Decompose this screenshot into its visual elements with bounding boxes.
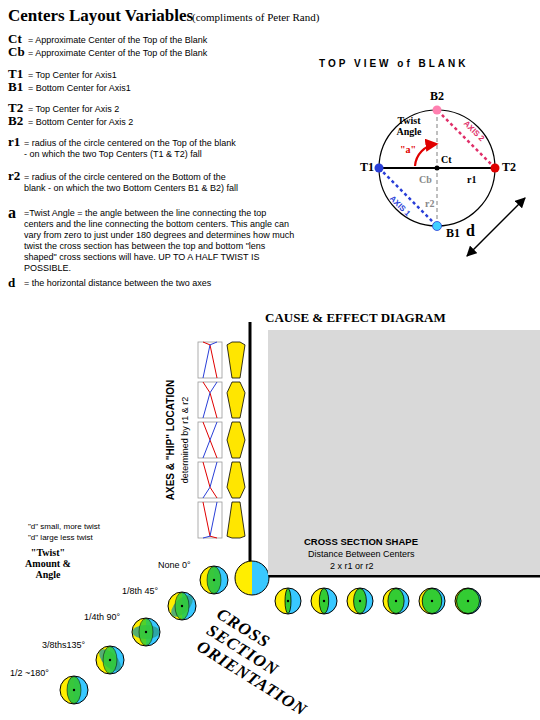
definition: = Top Center for Axis 2: [28, 104, 119, 115]
axis-1-line: [379, 168, 437, 226]
hip-chart: [198, 462, 245, 498]
lens-icon: [275, 588, 301, 614]
hip-shape: [227, 382, 245, 418]
axis-2-line: [437, 110, 495, 168]
radius-label: r1: [467, 174, 476, 185]
twist-label: 1/4th 90°: [84, 612, 120, 622]
axis-title: CROSS SECTION SHAPE: [304, 536, 418, 547]
symbol: r2: [8, 168, 20, 184]
note: "d" large less twist: [28, 533, 93, 542]
twist-icon: [60, 676, 88, 704]
axis-subtitle: 2 x r1 or r2: [330, 561, 374, 571]
angle-label: Twist Angle: [387, 115, 431, 137]
diagram-title: Centers Layout Variables: [8, 6, 193, 26]
hip-shape: [227, 502, 245, 538]
cause-effect-panel: CAUSE & EFFECT DIAGRAMCROSS SECTION SHAP…: [268, 330, 540, 575]
top-view-circle: TOP VIEW of BLANKTwist Angle"a"CtCbr1r2: [379, 110, 495, 226]
axis-title: CROSS SECTION ORIENTATION: [193, 604, 330, 719]
lens-icon: [455, 588, 481, 614]
axis-title: "Twist" Amount & Angle: [22, 547, 74, 580]
note: "d" small, more twist: [28, 522, 100, 531]
view-title: TOP VIEW of BLANK: [319, 58, 469, 69]
point-label: B1: [446, 226, 460, 241]
symbol: d: [8, 275, 15, 291]
definition: = Top Center for Axis1: [28, 70, 117, 81]
twist-icon: [96, 646, 125, 675]
d-dimension-arrow: [467, 198, 525, 256]
b1-dot: [433, 222, 442, 231]
lens-icon: [419, 588, 445, 614]
definition: = the horizontal distance between the tw…: [24, 278, 211, 289]
twist-icon: [168, 592, 197, 621]
t1-dot: [375, 164, 384, 173]
corner-disc: [235, 561, 269, 595]
axis-label: AXIS 2: [462, 119, 486, 143]
definition: = Bottom Center for Axis 2: [28, 117, 133, 128]
twist-icon: [200, 566, 228, 594]
hip-shape: [227, 462, 245, 498]
lens-icon: [383, 588, 409, 614]
symbol: Cb: [8, 44, 25, 60]
credit-note: (compliments of Peter Rand): [192, 11, 319, 23]
twist-label: 1/8th 45°: [122, 586, 158, 596]
dimension-label: d: [466, 222, 475, 240]
center-label: Cb: [419, 174, 432, 185]
axis-title: AXES & "HIP" LOCATION: [165, 380, 176, 500]
point-label: B2: [430, 89, 444, 104]
hip-chart: [198, 342, 245, 378]
t2-dot: [491, 164, 500, 173]
b2-dot: [433, 106, 442, 115]
definition: = Approximate Center of the Top of the B…: [28, 35, 207, 46]
symbol: a: [8, 204, 16, 222]
center-dot: [435, 166, 440, 171]
definition: = radius of the circle centered on the T…: [24, 138, 239, 160]
radius-label: r2: [425, 198, 434, 209]
axis-label: AXIS 1: [388, 194, 412, 218]
definition: = Bottom Center for Axis1: [28, 83, 131, 94]
twist-angle-arc: [415, 144, 436, 166]
hip-chart: [198, 502, 245, 538]
axis-subtitle: Distance Between Centers: [308, 549, 415, 559]
axis-subtitle: determined by r1 & r2: [180, 397, 190, 484]
angle-symbol: "a": [400, 144, 416, 155]
vertical-axis: [249, 322, 252, 577]
hip-chart: [198, 382, 245, 418]
twist-label: None 0°: [158, 560, 191, 570]
twist-label: 3/8ths135°: [42, 640, 85, 650]
twist-icon: [132, 618, 160, 646]
center-label: Ct: [441, 154, 452, 165]
hip-shape: [227, 422, 245, 458]
panel-title: CAUSE & EFFECT DIAGRAM: [265, 310, 446, 326]
lens-icon: [347, 588, 373, 614]
definition: =Twist Angle = the angle between the lin…: [24, 208, 296, 274]
point-label: T1: [360, 160, 374, 175]
definition: = radius of the circle centered on the B…: [24, 172, 244, 194]
hip-chart: [198, 422, 245, 458]
symbol: B2: [8, 113, 23, 129]
symbol: B1: [8, 79, 23, 95]
hip-shape: [227, 342, 245, 378]
lens-icon: [311, 588, 337, 614]
twist-label: 1/2 ~180°: [10, 668, 49, 678]
blank-outline: [379, 110, 495, 226]
symbol: r1: [8, 134, 20, 150]
point-label: T2: [502, 160, 516, 175]
definition: = Approximate Center of the Top of the B…: [28, 48, 207, 59]
